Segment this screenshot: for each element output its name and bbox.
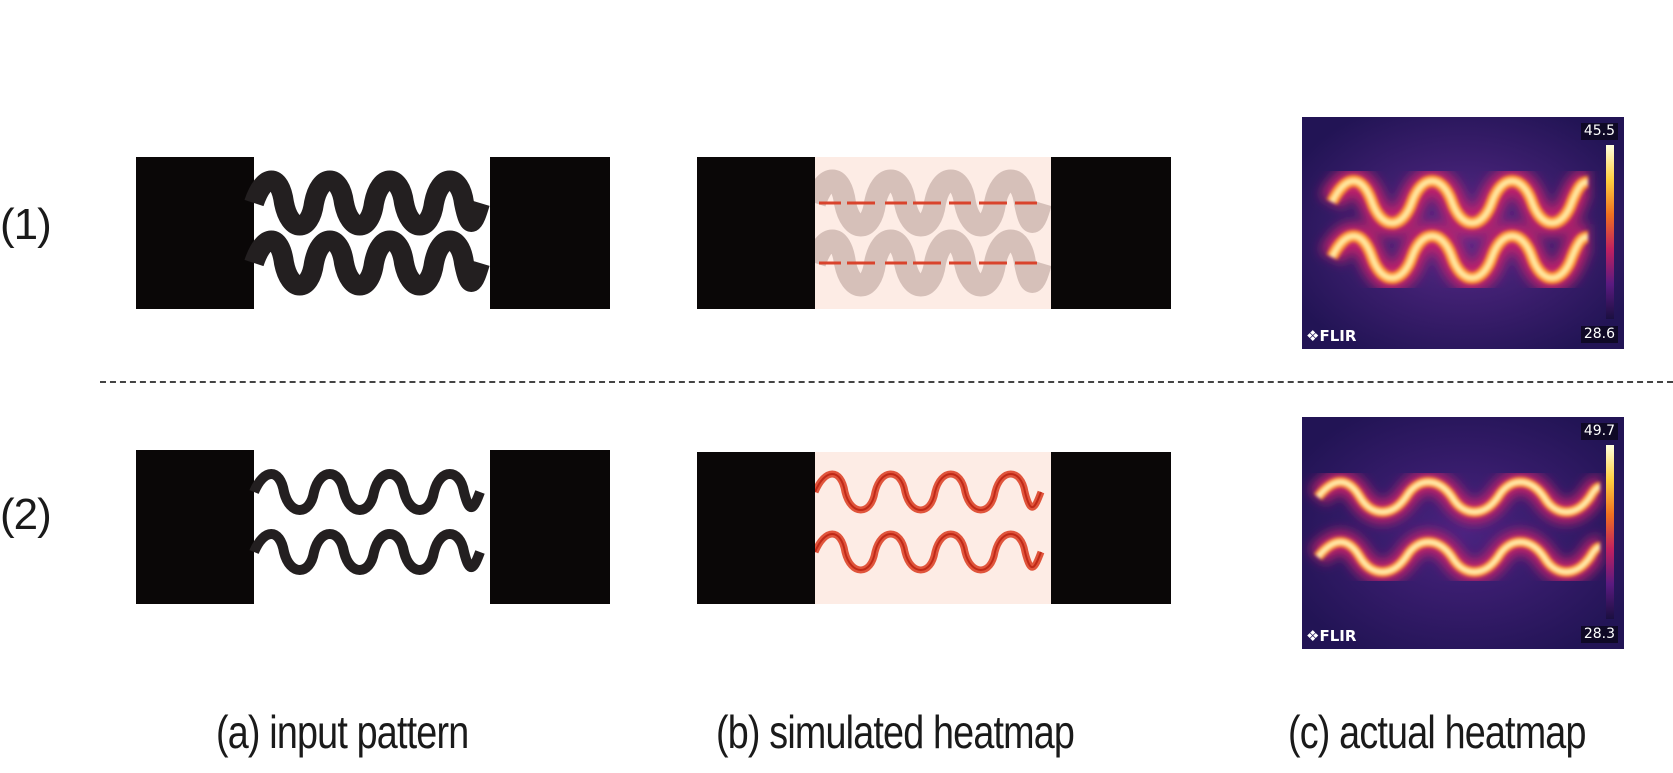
left-electrode: [136, 450, 254, 604]
simulated-heatmap-2: [697, 452, 1171, 604]
right-electrode: [1051, 157, 1171, 309]
row-divider: [100, 381, 1673, 383]
scale-min-value: 28.3: [1580, 626, 1618, 643]
color-scale-bar: [1606, 445, 1614, 619]
flir-logo-icon: ❖: [1306, 627, 1320, 645]
row-label-1: (1): [0, 200, 52, 249]
row-label-2: (2): [0, 490, 52, 539]
left-electrode: [697, 157, 815, 309]
scale-min-value: 28.6: [1580, 326, 1618, 343]
thermal-image-2: 49.7 28.3 ❖FLIR: [1302, 417, 1624, 649]
serpentine-trace-top: [244, 170, 490, 236]
scale-max-value: 45.5: [1580, 123, 1618, 140]
scale-max-value: 49.7: [1580, 423, 1618, 440]
thermal-image-1: 45.5 28.6 ❖FLIR: [1302, 117, 1624, 349]
caption-actual-heatmap: (c) actual heatmap: [1288, 706, 1586, 758]
serpentine-trace-top: [249, 469, 485, 515]
input-pattern-1: [136, 157, 610, 309]
input-pattern-2: [136, 450, 610, 604]
color-scale-bar: [1606, 145, 1614, 319]
caption-input-pattern: (a) input pattern: [216, 706, 469, 758]
right-electrode: [490, 157, 610, 309]
right-electrode: [490, 450, 610, 604]
left-electrode: [697, 452, 815, 604]
serpentine-trace-bottom: [249, 529, 485, 575]
flir-brand: FLIR: [1319, 627, 1357, 645]
simulated-heatmap-1: [697, 157, 1171, 309]
flir-logo-icon: ❖: [1306, 327, 1320, 345]
serpentine-trace-bottom: [244, 230, 490, 296]
flir-brand: FLIR: [1319, 327, 1357, 345]
left-electrode: [136, 157, 254, 309]
caption-simulated-heatmap: (b) simulated heatmap: [716, 706, 1075, 758]
right-electrode: [1051, 452, 1171, 604]
